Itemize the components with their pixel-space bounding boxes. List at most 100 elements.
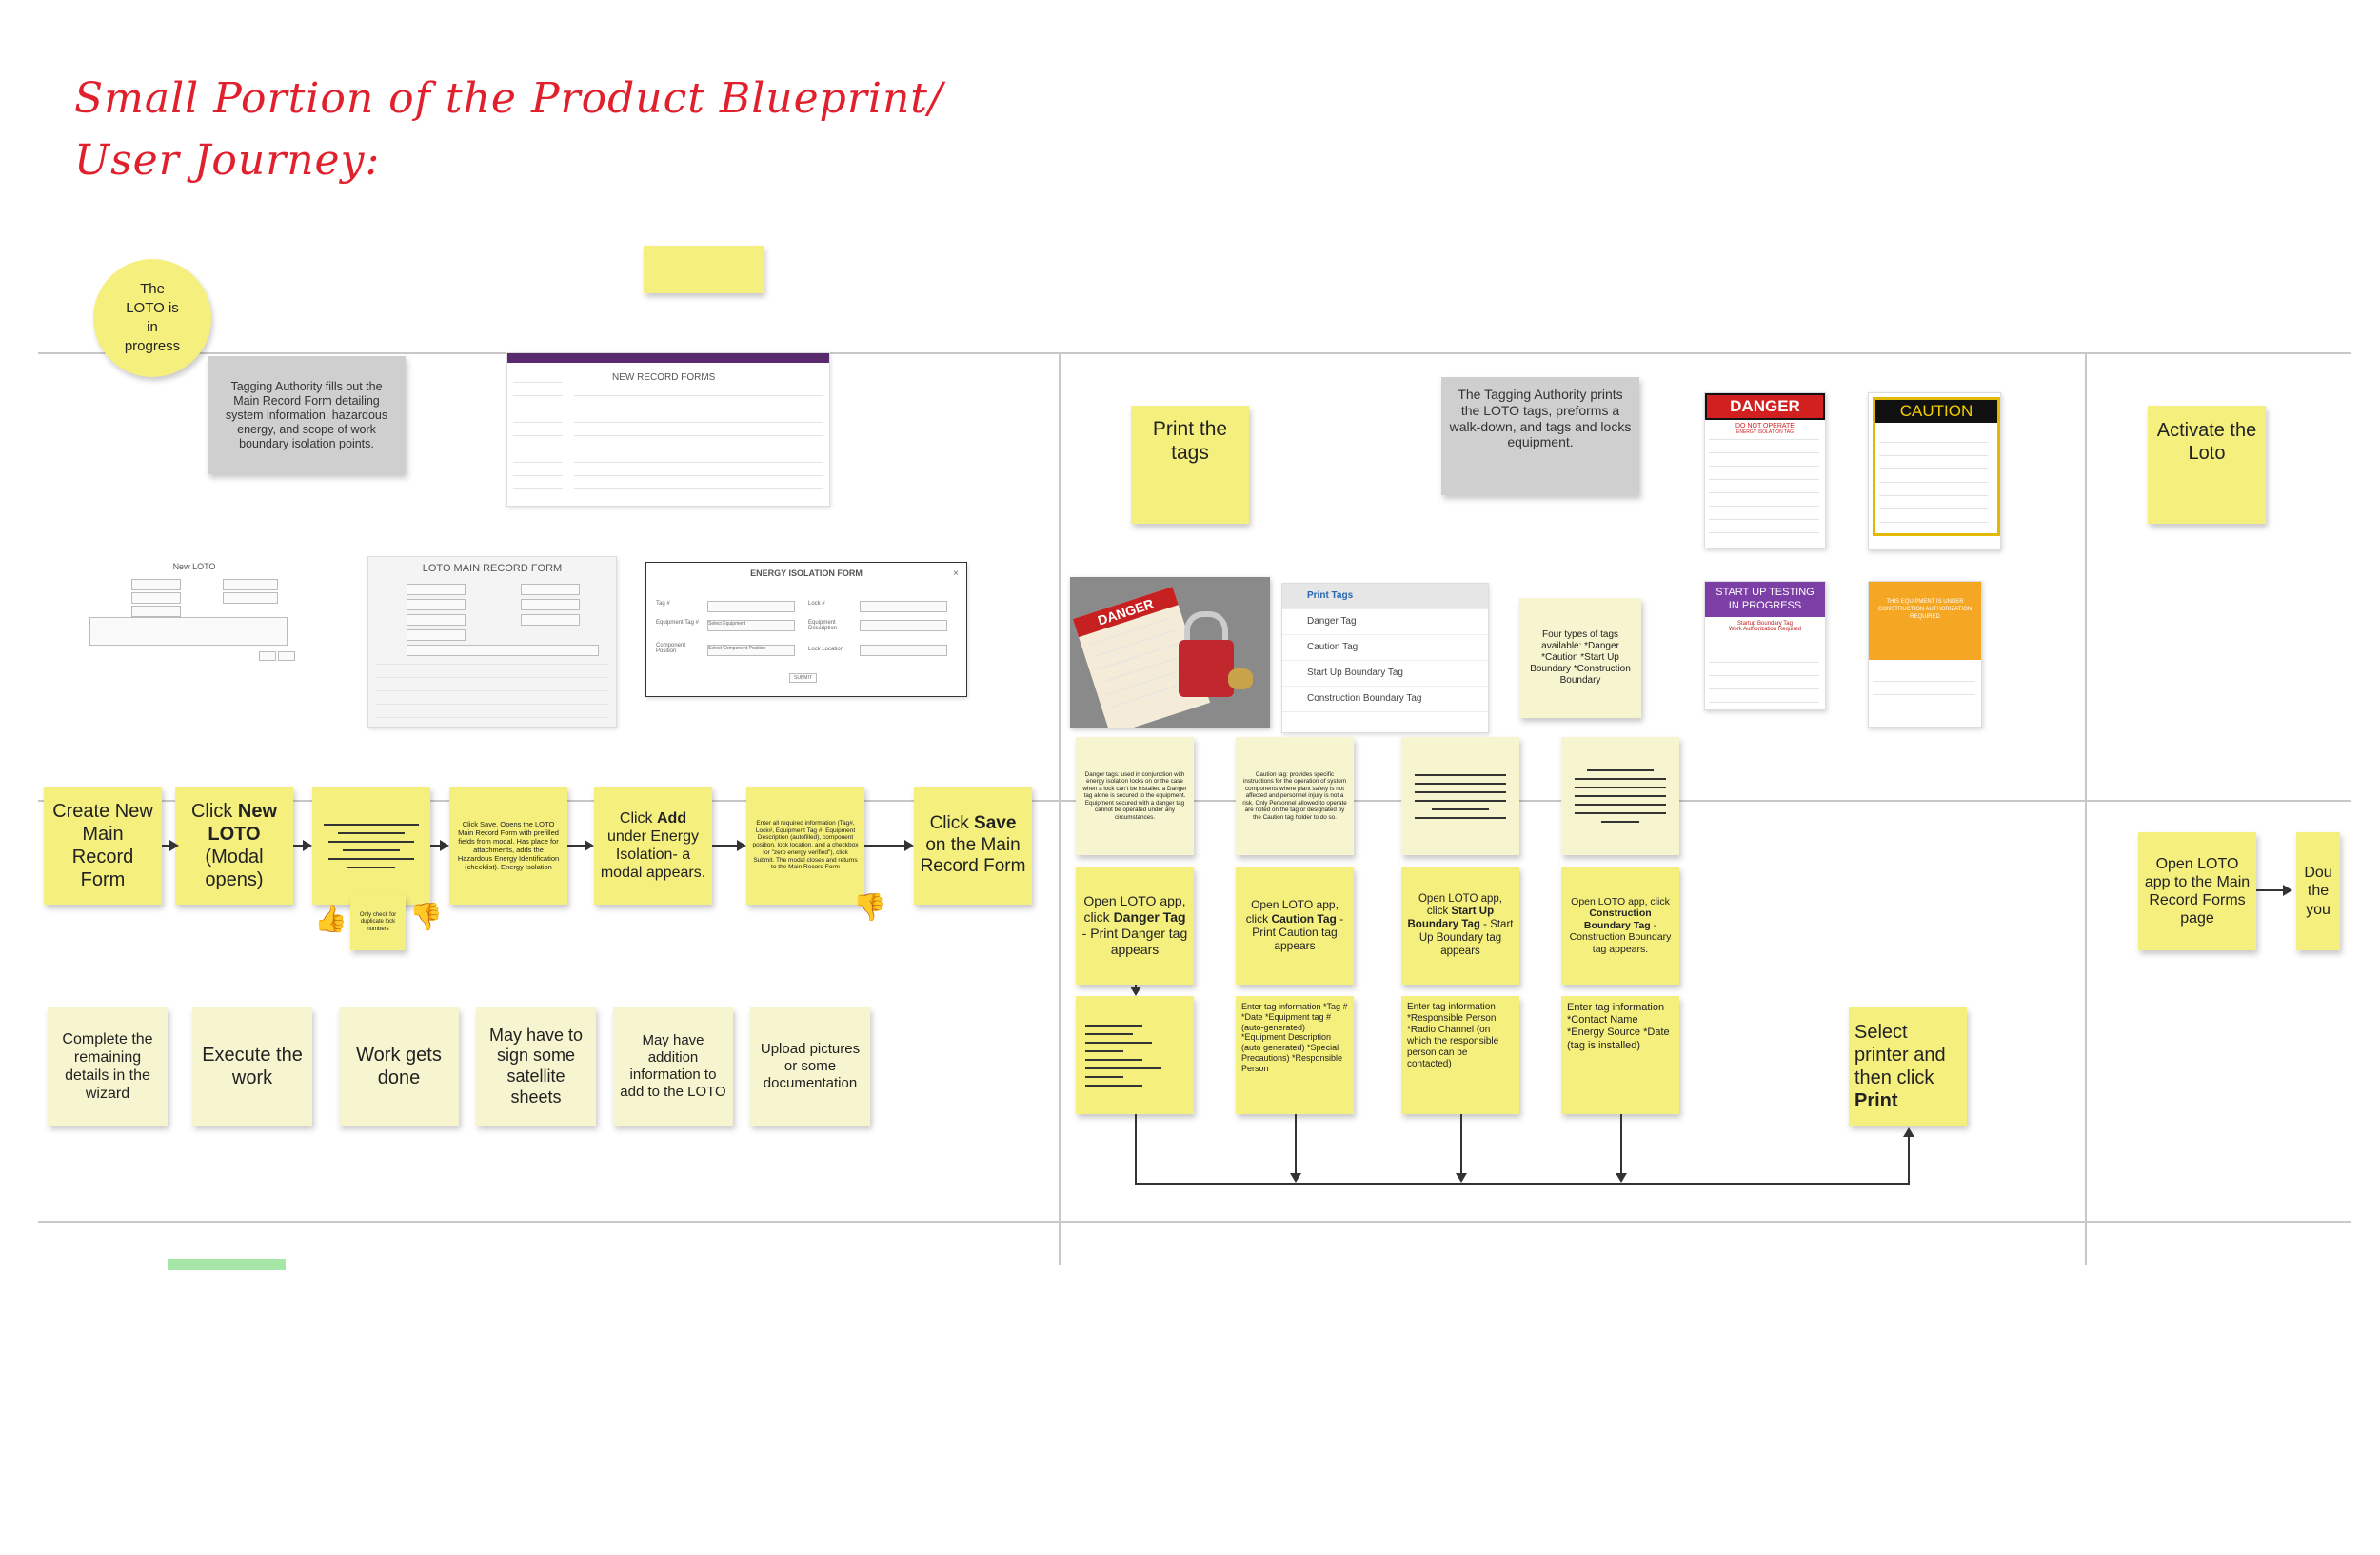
open-app-construction[interactable]: Open LOTO app, click Construction Bounda… (1561, 867, 1679, 985)
duplicate-check-note[interactable]: Only check for duplicate lock numbers (350, 895, 406, 950)
note-additional-info-text: May have addition information to add to … (620, 1032, 726, 1100)
startup-enter-info[interactable]: Enter tag information *Responsible Perso… (1401, 996, 1519, 1114)
arrow-down-icon (1290, 1173, 1301, 1183)
thumbs-down-icon[interactable]: 👎 (853, 892, 886, 922)
open-construction-pre: Open LOTO app, click (1571, 895, 1670, 907)
arrow-up-icon (1903, 1127, 1914, 1137)
step-enter-all-info[interactable]: Enter all required information (Tag#, Lo… (746, 787, 864, 905)
danger-enter-info-placeholder[interactable] (1076, 996, 1194, 1114)
duplicate-check-note-text: Only check for duplicate lock numbers (359, 912, 397, 932)
danger-tag-sub: DO NOT OPERATE (1735, 423, 1795, 429)
construction-tag-placeholder[interactable] (1561, 737, 1679, 855)
four-types-note-text: Four types of tags available: *Danger *C… (1530, 629, 1631, 686)
arrow-right-icon (2283, 885, 2292, 896)
sticky-note-blank[interactable] (644, 246, 764, 293)
caution-tag-description[interactable]: Caution tag: provides specific instructi… (1236, 737, 1354, 855)
arrow-down-icon (1616, 1173, 1627, 1183)
lock-location-input[interactable] (860, 645, 947, 656)
danger-tag-image: DANGER DO NOT OPERATE ENERGY ISOLATION T… (1704, 392, 1826, 548)
note-complete-details[interactable]: Complete the remaining details in the wi… (48, 1007, 168, 1126)
sticky-note-green-partial[interactable] (168, 1259, 286, 1270)
danger-tag-sub2: ENERGY ISOLATION TAG (1736, 429, 1794, 435)
energy-field-label-2: Equipment Tag # (656, 620, 699, 626)
arrow-right-icon (169, 840, 179, 851)
tag-number-input[interactable] (707, 601, 795, 612)
close-icon[interactable]: × (953, 568, 959, 579)
menu-caution-tag[interactable]: Caution Tag (1282, 635, 1488, 661)
equipment-description-input[interactable] (860, 620, 947, 631)
construction-enter-info-text: Enter tag information *Contact Name *Ene… (1567, 1002, 1670, 1051)
click-add-post: under Energy Isolation- a modal appears. (600, 827, 706, 882)
note-work-done[interactable]: Work gets done (339, 1007, 459, 1126)
menu-construction-boundary-tag[interactable]: Construction Boundary Tag (1282, 687, 1488, 712)
caution-tag-image: CAUTION (1868, 392, 2001, 550)
step-click-save-modal[interactable]: Click Save. Opens the LOTO Main Record F… (449, 787, 567, 905)
step-create-main-record[interactable]: Create New Main Record Form (44, 787, 162, 905)
open-app-danger[interactable]: Open LOTO app, click Danger Tag - Print … (1076, 867, 1194, 985)
open-construction-bold: Construction Boundary Tag (1583, 907, 1652, 931)
tagging-print-note[interactable]: The Tagging Authority prints the LOTO ta… (1441, 377, 1639, 495)
tagging-authority-note[interactable]: Tagging Authority fills out the Main Rec… (208, 356, 406, 474)
click-new-post: (Modal opens) (205, 847, 264, 890)
four-types-note[interactable]: Four types of tags available: *Danger *C… (1519, 598, 1641, 718)
component-position-select[interactable]: Select Component Position (707, 645, 795, 656)
note-satellite-sheets[interactable]: May have to sign some satellite sheets (476, 1007, 596, 1126)
step-click-save-main[interactable]: Click Save on the Main Record Form (914, 787, 1032, 905)
menu-print-tags[interactable]: Print Tags (1282, 584, 1488, 609)
energy-field-label-5: Equipment Description (808, 620, 838, 631)
main-record-form-title: LOTO MAIN RECORD FORM (422, 563, 563, 574)
menu-startup-boundary-tag[interactable]: Start Up Boundary Tag (1282, 661, 1488, 687)
click-add-pre: Click (619, 809, 657, 827)
danger-tag-description[interactable]: Danger tags: used in conjunction with en… (1076, 737, 1194, 855)
construction-enter-info[interactable]: Enter tag information *Contact Name *Ene… (1561, 996, 1679, 1114)
click-save-main-pre: Click (929, 812, 975, 833)
caution-enter-info-text: Enter tag information *Tag # *Date *Equi… (1241, 1002, 1348, 1073)
caution-tag-description-text: Caution tag: provides specific instructi… (1242, 770, 1347, 821)
note-upload-pictures[interactable]: Upload pictures or some documentation (750, 1007, 870, 1126)
startup-tag-image: START UP TESTING IN PROGRESS Startup Bou… (1704, 581, 1826, 710)
open-app-startup[interactable]: Open LOTO app, click Start Up Boundary T… (1401, 867, 1519, 985)
click-save-main-bold: Save (974, 812, 1017, 833)
startup-tag-line1: Startup Boundary Tag (1737, 620, 1793, 627)
click-add-bold: Add (657, 809, 687, 827)
caution-enter-info[interactable]: Enter tag information *Tag # *Date *Equi… (1236, 996, 1354, 1114)
open-caution-pre: Open LOTO app, click (1245, 898, 1339, 926)
print-tags-note-text: Print the tags (1152, 418, 1228, 465)
step-click-new-loto[interactable]: Click New LOTO (Modal opens) (175, 787, 293, 905)
open-startup-bold: Start Up Boundary Tag (1407, 906, 1495, 931)
note-execute-work[interactable]: Execute the work (192, 1007, 312, 1126)
danger-tag-lock-photo: DANGER (1070, 577, 1270, 728)
page-title-line-1: Small Portion of the Product Blueprint/ (74, 74, 943, 123)
print-tags-menu-screenshot: Print Tags Danger Tag Caution Tag Start … (1281, 583, 1489, 733)
menu-danger-tag[interactable]: Danger Tag (1282, 609, 1488, 635)
submit-button[interactable]: SUBMIT (789, 673, 817, 683)
open-caution-post: - Print Caution tag appears (1252, 911, 1344, 953)
thumbs-up-icon[interactable]: 👍 (314, 904, 347, 933)
construction-tag-image: THIS EQUIPMENT IS UNDER CONSTRUCTION AUT… (1868, 581, 1982, 728)
activate-loto-note[interactable]: Activate the Loto (2148, 406, 2266, 524)
step-create-main-record-text: Create New Main Record Form (52, 801, 153, 890)
note-additional-info[interactable]: May have addition information to add to … (613, 1007, 733, 1126)
thumbs-down-icon[interactable]: 👎 (409, 902, 443, 931)
partial-note[interactable]: Dou the you (2296, 832, 2340, 950)
tagging-print-note-text: The Tagging Authority prints the LOTO ta… (1449, 387, 1632, 450)
status-circle-text: The LOTO is in progress (124, 280, 181, 355)
lane-divider-top (38, 352, 2351, 354)
select-printer-note[interactable]: Select printer and then click Print (1849, 1007, 1967, 1126)
new-loto-title: New LOTO (172, 562, 216, 571)
note-upload-pictures-text: Upload pictures or some documentation (760, 1041, 861, 1091)
energy-field-label-6: Lock Location (808, 647, 844, 652)
step-placeholder-lines[interactable] (312, 787, 430, 905)
open-danger-post: - Print Danger tag appears (1081, 926, 1188, 957)
startup-tag-placeholder[interactable] (1401, 737, 1519, 855)
danger-tag-description-text: Danger tags: used in conjunction with en… (1082, 770, 1187, 821)
select-printer-text: Select printer and then click (1854, 1022, 1946, 1088)
open-main-record-note-text: Open LOTO app to the Main Record Forms p… (2144, 855, 2251, 927)
step-click-add[interactable]: Click Add under Energy Isolation- a moda… (594, 787, 712, 905)
print-tags-note[interactable]: Print the tags (1131, 406, 1249, 524)
equipment-select[interactable]: Select Equipment (707, 620, 795, 631)
open-app-caution[interactable]: Open LOTO app, click Caution Tag - Print… (1236, 867, 1354, 985)
open-main-record-note[interactable]: Open LOTO app to the Main Record Forms p… (2138, 832, 2256, 950)
lock-number-input[interactable] (860, 601, 947, 612)
energy-field-label-1: Tag # (656, 601, 670, 607)
